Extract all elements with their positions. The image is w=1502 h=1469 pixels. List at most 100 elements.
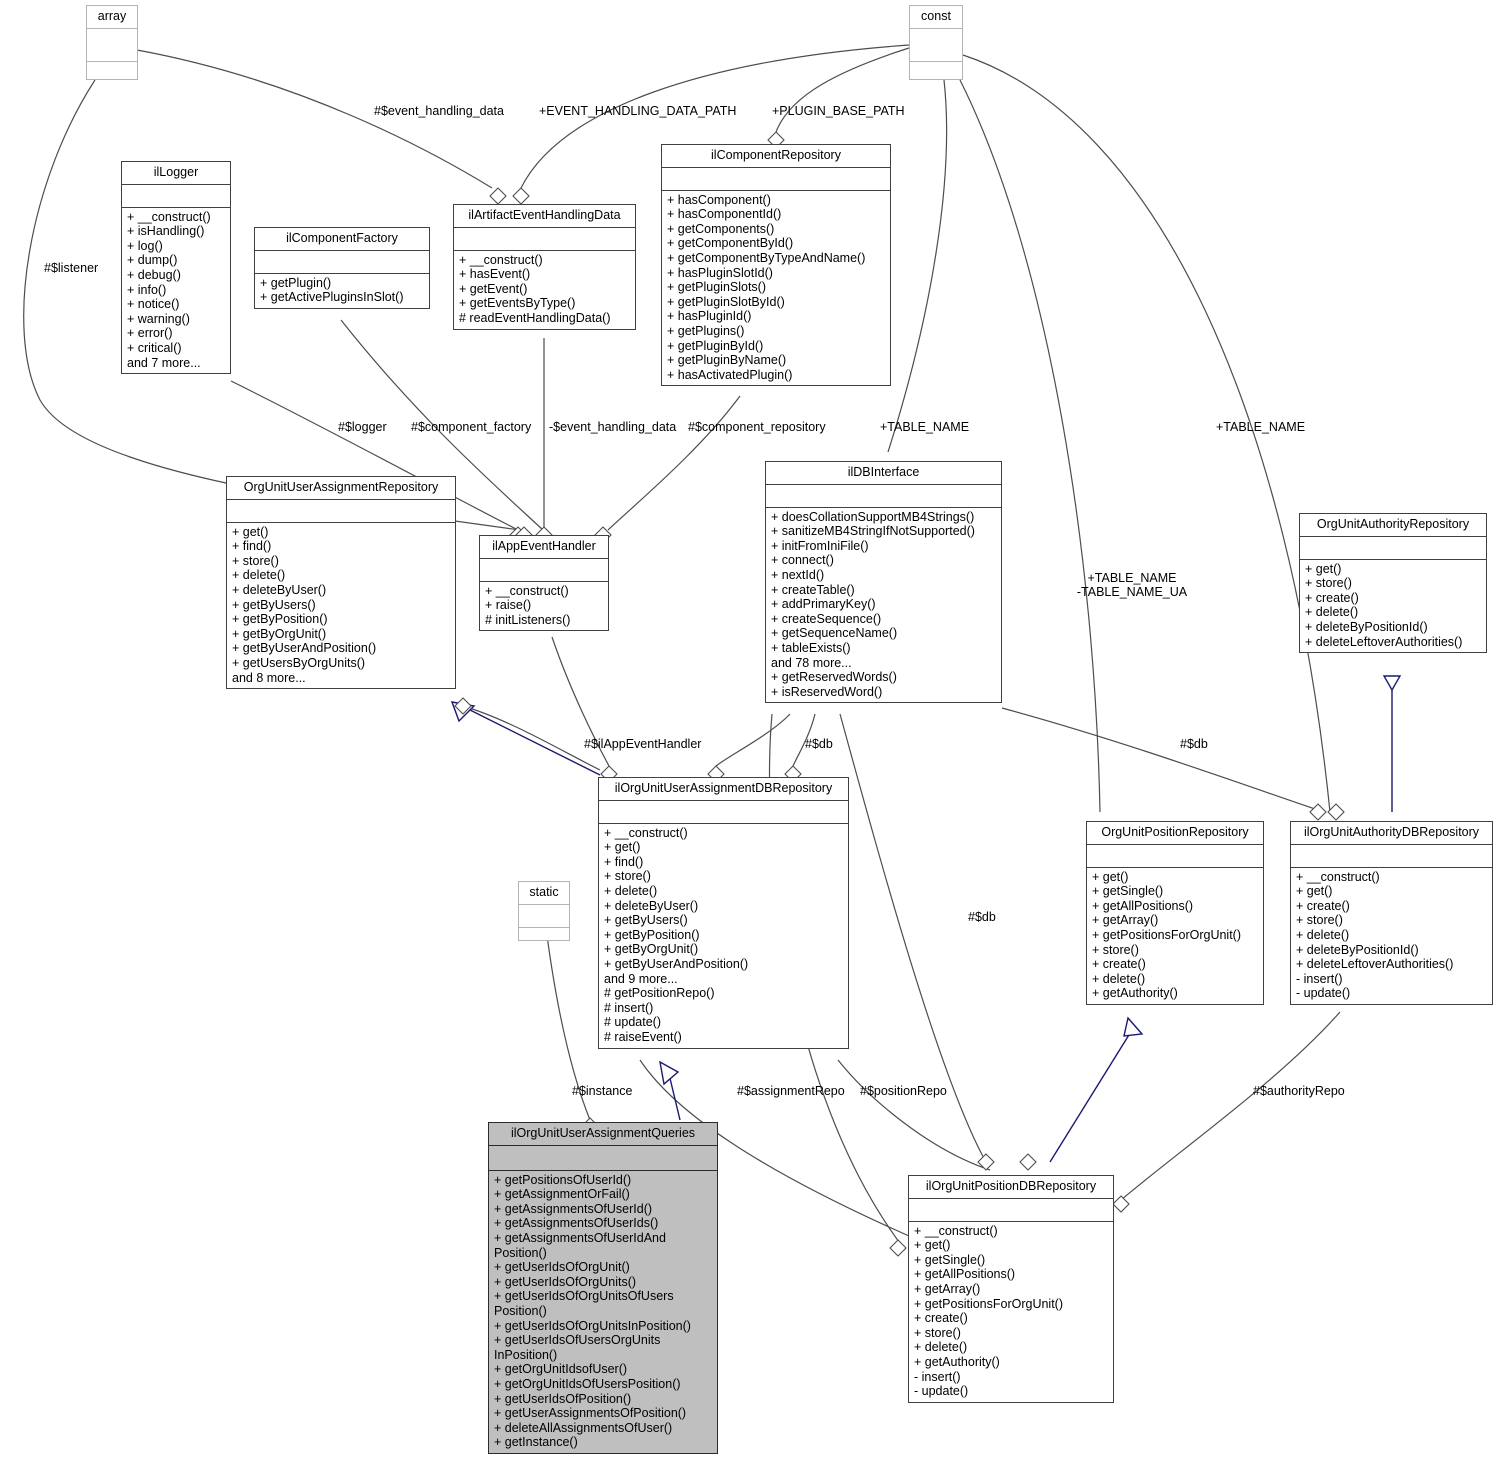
class-operation: # insert() (604, 1000, 654, 1015)
class-box-orgunitpositionrepository[interactable]: OrgUnitPositionRepository + get()+ getSi… (1086, 821, 1264, 1005)
class-operation: + getByPosition() (604, 927, 700, 942)
class-title: OrgUnitUserAssignmentRepository (227, 477, 455, 500)
class-box-ilorgunitpositiondbrepository[interactable]: ilOrgUnitPositionDBRepository + __constr… (908, 1175, 1114, 1403)
edge-inherit-positiondbrepo (1049, 1029, 1133, 1163)
class-box-ilcomponentrepository[interactable]: ilComponentRepository + hasComponent()+ … (661, 144, 891, 387)
class-box-ilartifacteventhandlingdata[interactable]: ilArtifactEventHandlingData + __construc… (453, 204, 636, 330)
class-operation: + __construct() (1296, 869, 1380, 884)
edge-label-event-handling-data-array: #$event_handling_data (374, 104, 504, 118)
class-attributes (662, 168, 890, 191)
class-operation: + create() (1092, 957, 1146, 972)
class-box-ilcomponentfactory[interactable]: ilComponentFactory + getPlugin()+ getAct… (254, 227, 430, 309)
inheritance-triangle-queries (659, 1060, 680, 1086)
class-box-ilappeventhandler[interactable]: ilAppEventHandler + __construct()+ raise… (479, 535, 609, 632)
class-box-illogger[interactable]: ilLogger + __construct()+ isHandling()+ … (121, 161, 231, 375)
class-operation: + getByPosition() (232, 612, 328, 627)
class-operation: + hasComponentId() (667, 207, 782, 222)
class-title: const (910, 6, 962, 29)
class-operation: + delete() (604, 883, 658, 898)
class-operation: + getInstance() (494, 1435, 578, 1450)
class-operation: + __construct() (459, 252, 543, 267)
class-box-orgunitauthorityrepository[interactable]: OrgUnitAuthorityRepository + get()+ stor… (1299, 513, 1487, 654)
class-operation: + store() (1305, 576, 1352, 591)
class-attributes (1291, 845, 1492, 868)
edge-label-plugin-base-path: +PLUGIN_BASE_PATH (772, 104, 905, 118)
class-operation: + delete() (1296, 927, 1350, 942)
class-operation: + connect() (771, 553, 834, 568)
class-box-ildbinterface[interactable]: ilDBInterface + doesCollationSupportMB4S… (765, 461, 1002, 704)
class-operation: + store() (914, 1325, 961, 1340)
class-operation: # update() (604, 1015, 661, 1030)
inheritance-triangle-assignment (450, 701, 476, 723)
class-operation: + getByOrgUnit() (604, 942, 699, 957)
diamond-position-1 (977, 1153, 995, 1171)
class-operation: + get() (1296, 884, 1333, 899)
class-operation: and 8 more... (232, 670, 306, 685)
class-operations (519, 928, 569, 949)
class-operation: + getAllPositions() (914, 1267, 1016, 1282)
class-operation: + deleteByPositionId() (1296, 942, 1419, 957)
class-box-array[interactable]: array (86, 5, 138, 80)
class-box-ilorgunitauthoritydbrepository[interactable]: ilOrgUnitAuthorityDBRepository + __const… (1290, 821, 1493, 1005)
class-operation: + deleteByUser() (604, 898, 699, 913)
edge-inherit-assignmentdbrepo (469, 709, 601, 776)
class-operation: + __construct() (127, 209, 211, 224)
class-operation: + getSingle() (1092, 884, 1164, 899)
class-operation: + getUserAssignmentsOfPosition() (494, 1406, 687, 1421)
class-box-ilorgunituserassignmentqueries[interactable]: ilOrgUnitUserAssignmentQueries + getPosi… (488, 1122, 718, 1454)
edge-const-componentrepo (775, 47, 910, 133)
edge-label-event-handling-data-neg: -$event_handling_data (549, 420, 677, 434)
diamond-position-right (1112, 1195, 1130, 1213)
class-operation: + getByOrgUnit() (232, 626, 327, 641)
class-operation: + getAssignmentOrFail() (494, 1187, 630, 1202)
edge-const-dbinterface (887, 79, 948, 453)
class-operation: + get() (914, 1238, 951, 1253)
class-operation: + getUserIdsOfOrgUnitsOfUsers Position() (494, 1289, 674, 1318)
class-title: ilOrgUnitUserAssignmentDBRepository (599, 778, 848, 801)
class-operation: + getPositionsOfUserId() (494, 1172, 632, 1187)
class-operation: # raiseEvent() (604, 1029, 682, 1044)
class-operation: + getArray() (1092, 913, 1159, 928)
class-operations: + __construct()+ raise()# initListeners(… (480, 582, 608, 631)
class-operation: + __construct() (914, 1223, 998, 1238)
class-operation: + debug() (127, 267, 181, 282)
class-box-static[interactable]: static (518, 881, 570, 941)
class-box-ilorgunituserassignmentdbrepository[interactable]: ilOrgUnitUserAssignmentDBRepository + __… (598, 777, 849, 1049)
class-operation: + __construct() (604, 825, 688, 840)
class-operation: + log() (127, 238, 163, 253)
class-title: ilDBInterface (766, 462, 1001, 485)
class-attributes (599, 801, 848, 824)
class-operation: + getOrgUnitIdsOfUsersPosition() (494, 1376, 681, 1391)
class-operation: + getPositionsForOrgUnit() (914, 1296, 1064, 1311)
class-operations: + __construct()+ get()+ create()+ store(… (1291, 868, 1492, 1004)
class-attributes (454, 228, 635, 251)
class-operation: + getPluginSlotById() (667, 294, 785, 309)
class-operation: + getByUserAndPosition() (232, 641, 377, 656)
class-operation: + getComponentByTypeAndName() (667, 250, 866, 265)
class-operation: + getEvent() (459, 281, 528, 296)
class-operation: + deleteAllAssignmentsOfUser() (494, 1420, 673, 1435)
class-operation: + hasComponent() (667, 192, 771, 207)
edge-label-event-handling-data-path: +EVENT_HANDLING_DATA_PATH (539, 104, 737, 118)
class-title: ilOrgUnitPositionDBRepository (909, 1176, 1113, 1199)
class-attributes (519, 905, 569, 928)
class-operation: + get() (232, 524, 269, 539)
class-operation: + delete() (914, 1340, 968, 1355)
class-operation: and 7 more... (127, 355, 201, 370)
class-operation: + create() (1305, 590, 1359, 605)
class-operation: + raise() (485, 598, 532, 613)
class-operation: + getAuthority() (914, 1354, 1000, 1369)
edge-label-table-name-ua: +TABLE_NAME -TABLE_NAME_UA (1042, 571, 1222, 599)
edge-label-db-authority: #$db (1180, 737, 1208, 751)
class-attributes (122, 185, 230, 208)
class-operation: + get() (604, 840, 641, 855)
class-operation: + hasPluginId() (667, 309, 752, 324)
class-title: ilComponentFactory (255, 228, 429, 251)
class-operation: + getPluginSlots() (667, 280, 767, 295)
class-operation: + store() (1296, 913, 1343, 928)
edge-label-assignment-repo: #$assignmentRepo (737, 1084, 845, 1098)
class-operation: + isHandling() (127, 224, 205, 239)
edge-label-component-repository: #$component_repository (688, 420, 826, 434)
class-box-const[interactable]: const (909, 5, 963, 80)
class-box-orgunituserassignmentrepository[interactable]: OrgUnitUserAssignmentRepository + get() +… (226, 476, 456, 690)
